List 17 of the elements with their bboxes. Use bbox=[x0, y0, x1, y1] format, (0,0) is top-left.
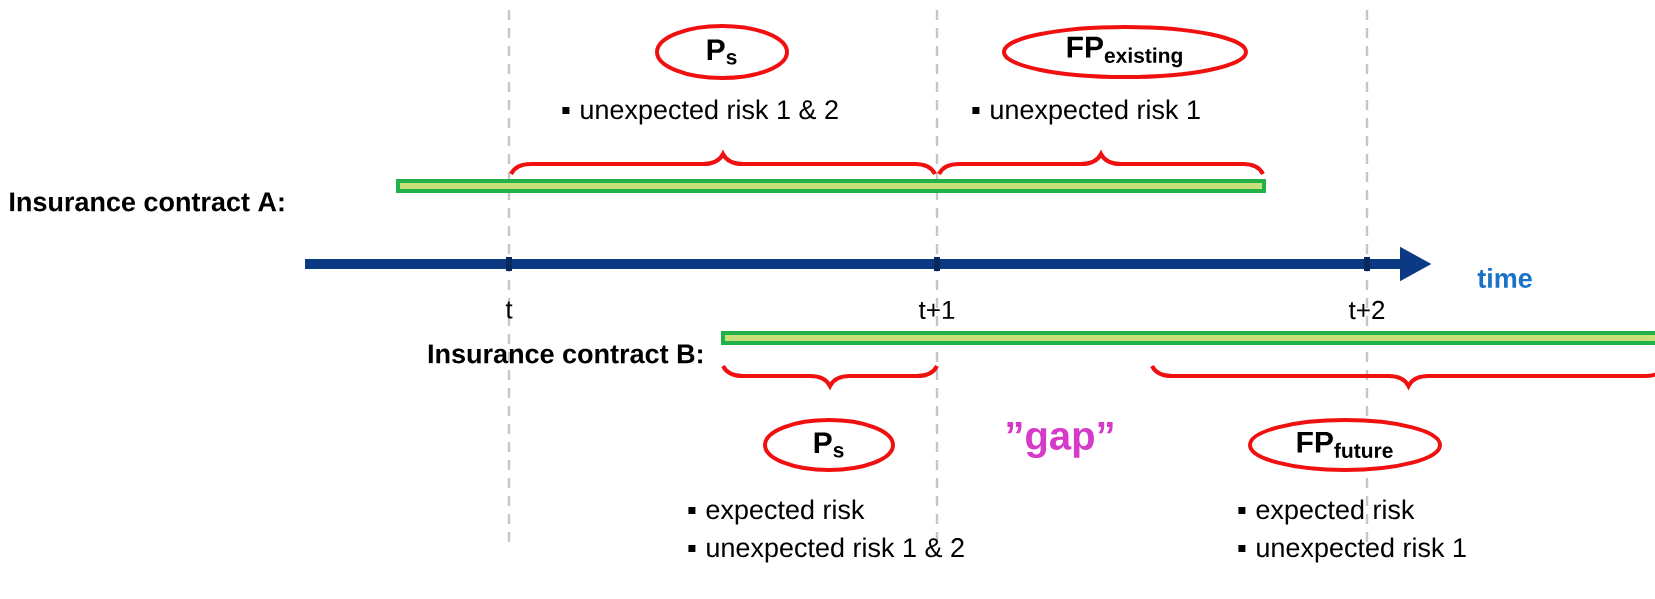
bullet-item: unexpected risk 1 bbox=[972, 99, 1200, 125]
axis-label: time bbox=[1477, 268, 1532, 288]
oval-label: P$_{s}$ bbox=[763, 418, 895, 472]
tick-label: t bbox=[505, 301, 513, 319]
bullet-item: unexpected risk 1 & 2 bbox=[562, 99, 838, 125]
contract-bar bbox=[396, 179, 1266, 193]
gap-label: ”gap” bbox=[1007, 422, 1113, 458]
oval-label: FP$_{existing}$ bbox=[1002, 25, 1248, 79]
contract-bar bbox=[721, 331, 1655, 345]
bullet-item: unexpected risk 1 bbox=[1238, 537, 1466, 563]
oval-label: P$_{s}$ bbox=[655, 24, 789, 80]
bullet-item: unexpected risk 1 & 2 bbox=[688, 537, 964, 563]
row-label: Insurance contract B: bbox=[428, 344, 702, 364]
row-label: Insurance contract A: bbox=[10, 192, 284, 212]
bullet-item: expected risk bbox=[688, 499, 865, 525]
bullet-item: expected risk bbox=[1238, 499, 1415, 525]
oval-label: FP$_{future}$ bbox=[1248, 418, 1442, 472]
